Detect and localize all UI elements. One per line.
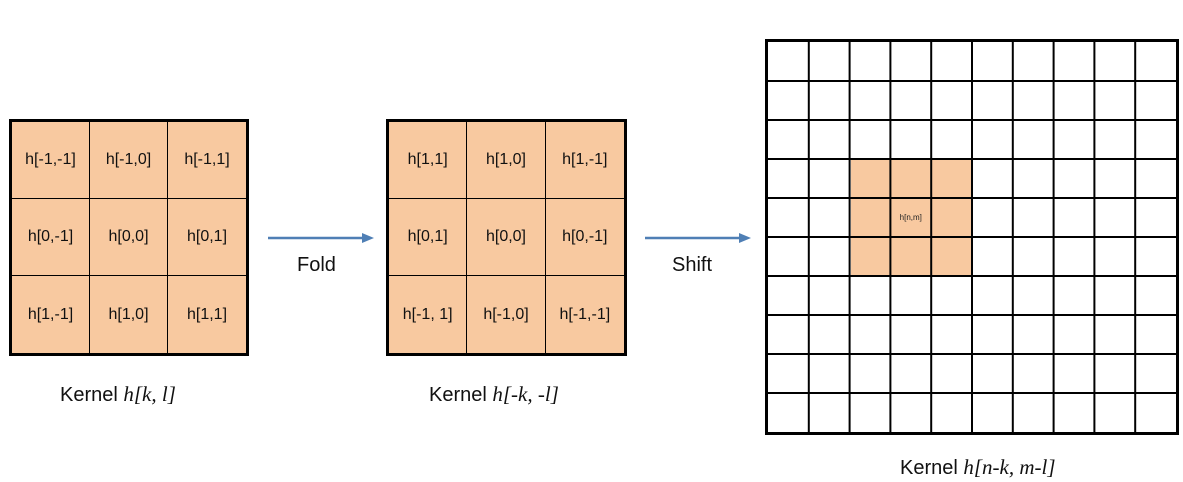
kernel-cell: h[-1,0] [90,122,168,199]
kernel-folded-grid: h[1,1]h[1,0]h[1,-1]h[0,1]h[0,0]h[0,-1]h[… [386,119,627,356]
shift-arrow-icon [645,233,751,243]
fold-label: Fold [297,254,336,276]
kernel-cell: h[-1,-1] [559,305,611,323]
kernel-cell: h[0,0] [90,199,168,276]
kernel-cell: h[-1,0] [467,276,546,353]
kernel-original-grid: h[-1,-1]h[-1,0]h[-1,1] h[0,-1]h[0,0]h[0,1… [9,119,249,356]
kernel-cell: h[0,0] [467,199,546,276]
kernel-cell: h[1,1] [186,305,228,323]
caption-math: h[n-k, m-l] [963,455,1056,479]
shifted-center-label: h[n,m] [899,213,922,222]
kernel-cell: h[0,-1] [12,199,90,276]
caption-math: h[-k, -l] [492,382,559,406]
kernel-cell: h[-1,-1] [12,122,90,199]
kernel-cell: h[-1, 1] [389,276,468,353]
kernel-cell: h[0,1] [389,199,468,276]
kernel-cell: h[1,-1] [12,276,90,353]
shifted-kernel-grid: h[n,m] [765,39,1179,435]
kernel-cell: h[0,1] [168,199,246,276]
kernel-cell: h[1,-1] [545,122,624,199]
shifted-kernel-highlight [850,159,974,276]
grid-lines [768,42,1176,432]
kernel-cell: h[1,1] [389,122,468,199]
kernel-shifted-caption: Kernel h[n-k, m-l] [900,455,1056,480]
kernel-cell: h[0,-1] [545,199,624,276]
kernel-folded-caption: Kernel h[-k, -l] [429,382,559,407]
fold-arrow-icon [268,233,374,243]
kernel-cell: h[1,0] [467,122,546,199]
caption-prefix: Kernel [900,457,964,479]
kernel-original-caption: Kernel h[k, l] [60,382,176,407]
shift-label: Shift [672,254,713,276]
kernel-cell: h[1,0] [90,276,168,353]
kernel-cell: h[-1,1] [168,122,246,199]
caption-prefix: Kernel [60,384,124,406]
caption-prefix: Kernel [429,384,493,406]
caption-math: h[k, l] [123,382,176,406]
